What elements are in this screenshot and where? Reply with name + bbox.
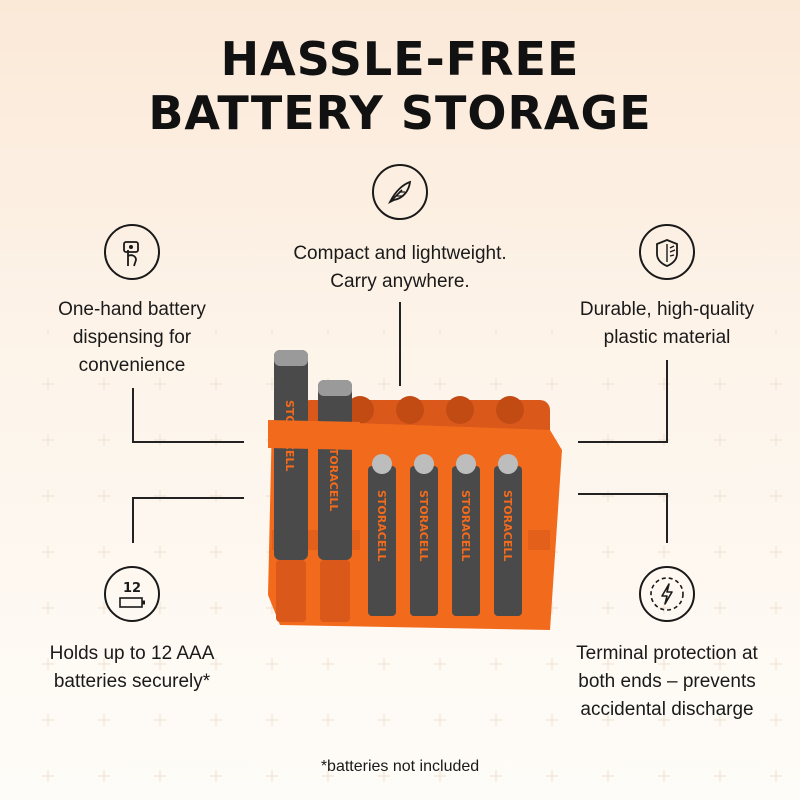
connector-durable-v <box>666 360 668 442</box>
page-title-line-1: HASSLE-FREE <box>220 32 580 86</box>
battery-brand-label: STORACELL <box>501 490 514 561</box>
battery-brand-label: STORACELL <box>417 490 430 561</box>
shield-icon <box>639 224 695 280</box>
footnote: *batteries not included <box>320 758 480 775</box>
connector-one-hand-v <box>132 388 134 442</box>
connector-terminal-v <box>666 493 668 543</box>
connector-durable-h <box>578 441 668 443</box>
feature-holds-text: Holds up to 12 AAA batteries securely* <box>49 643 215 692</box>
feature-compact-text: Compact and lightweight. Carry anywhere. <box>293 243 507 292</box>
connector-terminal-h <box>578 493 668 495</box>
page-title-line-2: BATTERY STORAGE <box>148 86 652 140</box>
battery-count-number: 12 <box>123 581 141 596</box>
lightning-icon <box>639 566 695 622</box>
connector-holds-h <box>132 497 244 499</box>
feather-icon <box>372 164 428 220</box>
feature-durable-text: Durable, high-quality plastic material <box>579 299 755 348</box>
battery-count-icon: 12 <box>104 566 160 622</box>
feature-one-hand-text: One-hand battery dispensing for convenie… <box>58 299 206 376</box>
battery-brand-label: STORACELL <box>459 490 472 561</box>
battery-brand-label: STORACELL <box>375 490 388 561</box>
connector-compact <box>399 302 401 386</box>
feature-terminal-text: Terminal protection at both ends – preve… <box>576 643 758 720</box>
battery-brand-label: STORACELL <box>283 400 296 471</box>
connector-holds-v <box>132 497 134 543</box>
battery-holder-product-image: STORACELL STORACELL STORACELL STORACELL … <box>268 350 562 630</box>
hand-press-icon <box>104 224 160 280</box>
connector-one-hand-h <box>132 441 244 443</box>
battery-brand-label: STORACELL <box>327 440 340 511</box>
